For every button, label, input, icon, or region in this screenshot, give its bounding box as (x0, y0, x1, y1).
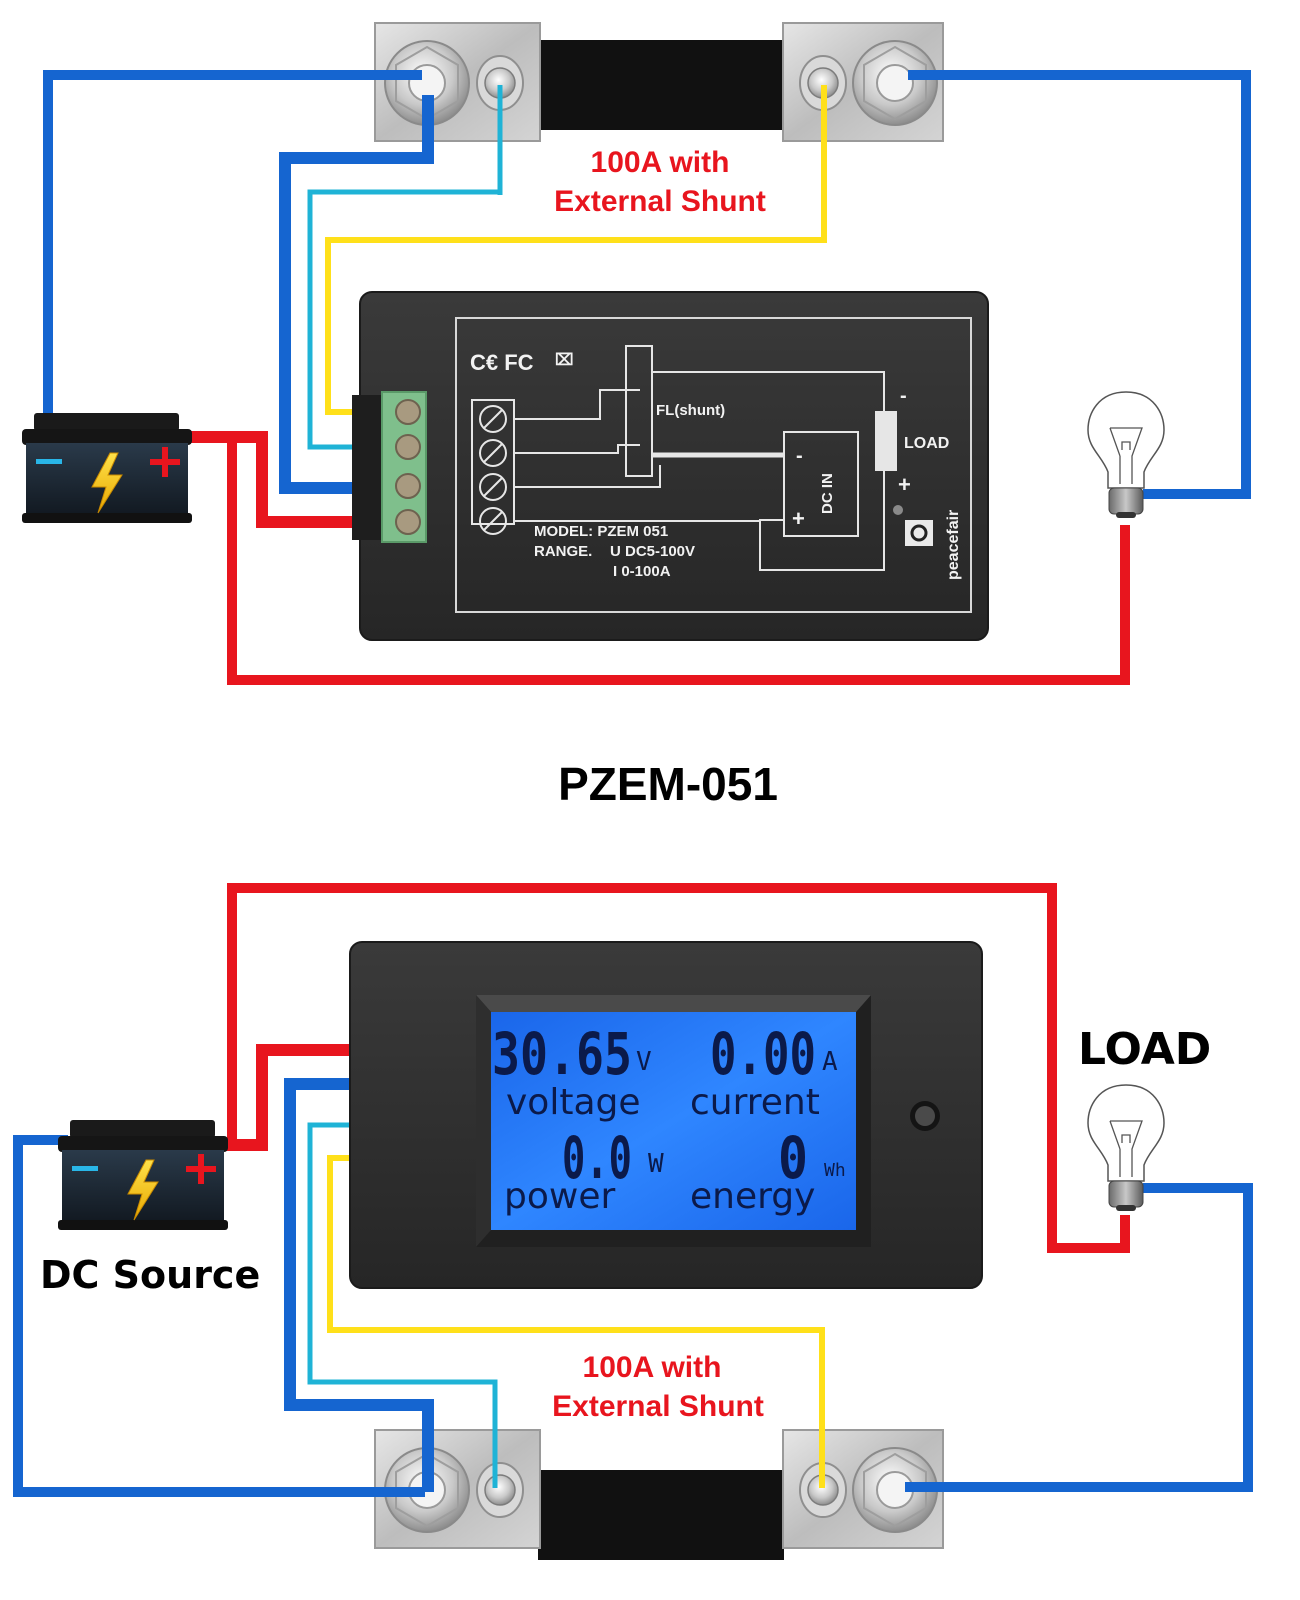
shunt-resistor-bar (538, 40, 784, 130)
wire-red-source-to-load (227, 883, 1130, 1253)
wire-red-source-to-meter (190, 1044, 360, 1151)
load-label: LOAD (1078, 1024, 1211, 1075)
dc-in-silkscreen-label: DC IN (819, 473, 836, 514)
page-title: PZEM-051 (558, 758, 778, 810)
silkscreen-traces (514, 345, 897, 571)
lcd-screen (491, 1012, 856, 1230)
light-bulb-icon (1087, 391, 1165, 519)
brand-logo-icon (905, 520, 933, 546)
shunt-terminal-right (782, 22, 944, 142)
battery-icon (57, 1119, 229, 1231)
current-unit: A (822, 1047, 838, 1077)
energy-unit: Wh (824, 1160, 846, 1181)
power-value: 0.0 (562, 1124, 632, 1192)
shunt-terminal-left (374, 22, 541, 142)
voltage-label: voltage (506, 1082, 641, 1123)
weee-icon: ⌧ (555, 352, 573, 369)
current-value: 0.00 (710, 1020, 816, 1088)
shunt-resistor-bar (538, 1470, 784, 1560)
dc-in-plus-symbol: + (792, 506, 805, 531)
range-voltage: U DC5-100V (610, 543, 695, 560)
voltage-value: 30.65 (492, 1020, 632, 1088)
top-wire-terminations (48, 70, 1246, 243)
shunt-label-line2: External Shunt (552, 1390, 764, 1423)
load-minus-symbol: - (900, 385, 907, 407)
terminal-block (352, 391, 427, 543)
shunt-label-line2: External Shunt (554, 185, 766, 218)
load-silkscreen-label: LOAD (904, 435, 949, 452)
terminal-screw-4 (395, 509, 421, 535)
terminal-screw-3 (395, 473, 421, 499)
wire-red-battery-to-load (227, 437, 1130, 685)
meter-front: 30.65 V voltage 0.00 A current 0.0 W pow… (349, 941, 983, 1289)
dc-in-minus-symbol: - (796, 445, 803, 467)
voltage-unit: V (636, 1047, 652, 1077)
top-shunt (374, 22, 944, 142)
power-unit: W (648, 1149, 664, 1179)
top-diagram: 100A with External Shunt (21, 22, 1251, 685)
shunt-label-line1: 100A with (583, 1351, 722, 1384)
energy-label: energy (690, 1176, 815, 1217)
dc-source-label: DC Source (40, 1253, 260, 1297)
bottom-diagram: DC Source LOAD 30.65 V voltage 0.00 A cu… (13, 883, 1253, 1560)
load-plus-symbol: + (898, 472, 911, 497)
reset-button[interactable] (915, 1106, 935, 1126)
current-label: current (690, 1082, 820, 1123)
certification-marks: C€ FC (470, 350, 534, 375)
meter-back-panel: C€ FC ⌧ FL(shunt) LOAD - + - + DC IN MOD… (352, 291, 989, 641)
brand-name: peacefair (945, 510, 962, 580)
bottom-shunt (18, 1330, 1248, 1560)
range-label: RANGE. (534, 543, 592, 560)
model-label: MODEL: PZEM 051 (534, 523, 668, 540)
range-current: I 0-100A (613, 563, 671, 580)
wire-red-battery-to-meter (160, 431, 410, 528)
shunt-silkscreen-label: FL(shunt) (656, 402, 725, 419)
power-label: power (504, 1176, 615, 1217)
shunt-label-line1: 100A with (591, 146, 730, 179)
silkscreen-terminal-symbols (479, 405, 507, 535)
battery-icon (21, 412, 193, 524)
terminal-screw-2 (395, 434, 421, 460)
terminal-screw-1 (395, 399, 421, 425)
energy-value: 0 (778, 1124, 808, 1192)
